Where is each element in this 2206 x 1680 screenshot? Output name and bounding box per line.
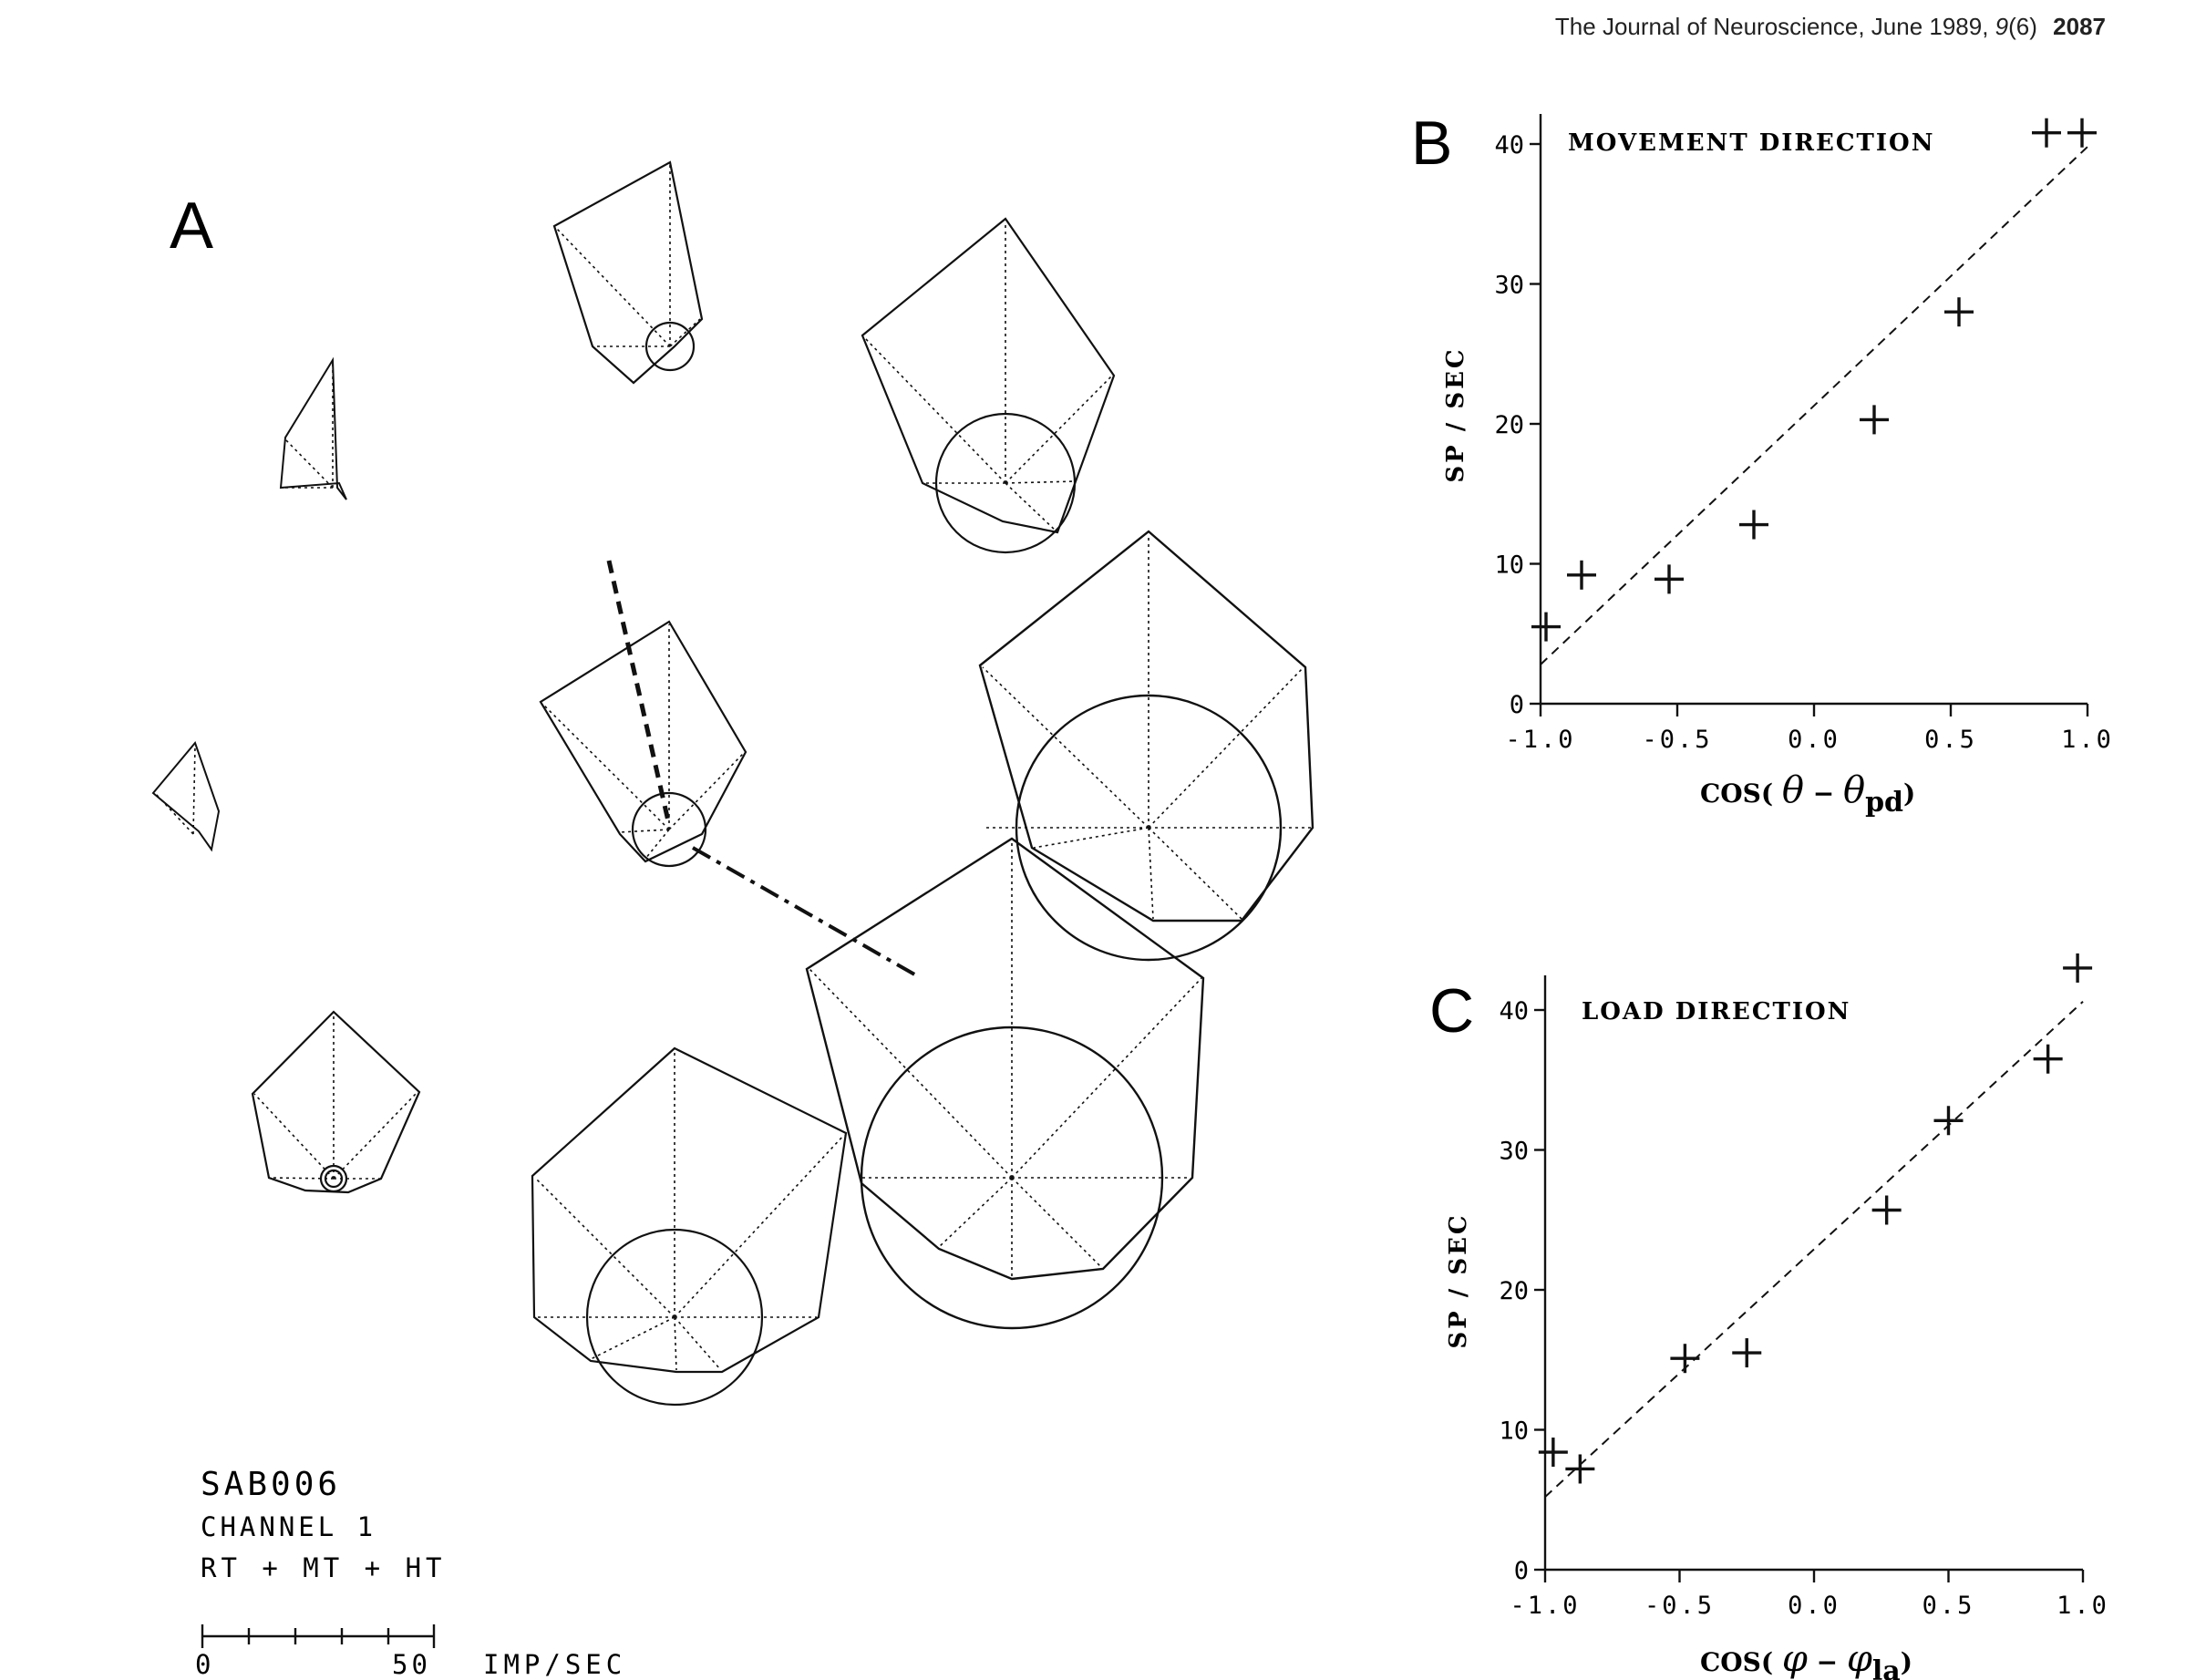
y-tick-label: 30: [1494, 272, 1524, 300]
panel-c-chart: C LOAD DIRECTION SP / SEC COS( φ − φla) …: [1429, 953, 2109, 1680]
panel-c-xlabel: COS( φ − φla): [1700, 1638, 1912, 1680]
x-tick-label: 0.0: [1788, 726, 1840, 754]
panel-b-title: MOVEMENT DIRECTION: [1568, 129, 1934, 157]
panel-b-ylabel: SP / SEC: [1442, 346, 1469, 482]
data-point-marker: [1944, 297, 1974, 327]
x-tick-label: 0.5: [1924, 726, 1977, 754]
cell-id-label: SAB006: [201, 1466, 341, 1503]
data-point-marker: [2067, 118, 2097, 148]
journal-citation: The Journal of Neuroscience, June 1989,: [1554, 13, 1989, 40]
journal-volume: 9: [1995, 13, 2009, 40]
x-tick-label: -1.0: [1505, 726, 1575, 754]
panel-c-label: C: [1429, 976, 1474, 1046]
journal-issue: (6): [2008, 13, 2037, 40]
y-tick-label: 0: [1510, 691, 1524, 719]
load-axis-dashdot-line: [692, 846, 917, 977]
x-tick-label: 0.5: [1923, 1592, 1975, 1620]
data-point-marker: [1567, 560, 1596, 590]
panel-b-label: B: [1411, 108, 1452, 178]
panel-b-xlabel: COS( θ − θpd): [1700, 769, 1915, 819]
polar-glyph-4: [861, 217, 1116, 554]
regression-fit-line: [1544, 1001, 2084, 1498]
y-tick-label: 40: [1499, 997, 1529, 1026]
x-tick-label: 0.0: [1788, 1592, 1840, 1620]
data-point-marker: [1654, 564, 1684, 594]
panel-b-chart: B MOVEMENT DIRECTION SP / SEC COS( θ − θ…: [1411, 108, 2114, 819]
y-tick-label: 30: [1499, 1138, 1529, 1166]
panel-a: A: [151, 160, 1314, 1680]
data-point-marker: [1565, 1454, 1595, 1484]
polar-glyph-1: [279, 356, 347, 500]
y-tick-label: 20: [1494, 411, 1524, 439]
data-point-marker: [1670, 1344, 1700, 1374]
panel-c-title: LOAD DIRECTION: [1582, 998, 1850, 1026]
polar-glyph-5: [539, 620, 747, 868]
scale-start-label: 0: [195, 1649, 211, 1680]
preferred-direction-dashed-line: [606, 560, 672, 826]
polar-glyph-3: [552, 160, 704, 385]
page-number: 2087: [2053, 13, 2106, 40]
data-point-marker: [1871, 1195, 1902, 1225]
polar-glyph-8: [805, 837, 1205, 1330]
data-point-marker: [2032, 118, 2061, 148]
panel-c-ylabel: SP / SEC: [1445, 1212, 1472, 1348]
x-tick-label: 1.0: [2057, 1592, 2109, 1620]
scale-end-label: 50: [392, 1649, 431, 1680]
y-tick-label: 10: [1494, 551, 1524, 580]
polar-glyph-7: [251, 1010, 421, 1194]
y-tick-label: 10: [1499, 1417, 1529, 1446]
data-point-marker: [1538, 1438, 1568, 1468]
data-point-marker: [2033, 1044, 2063, 1074]
y-tick-label: 0: [1514, 1557, 1529, 1585]
data-point-marker: [1739, 510, 1768, 540]
data-point-marker: [1933, 1106, 1964, 1136]
x-tick-label: 1.0: [2061, 726, 2114, 754]
channel-label: CHANNEL 1: [201, 1511, 376, 1542]
x-tick-label: -0.5: [1642, 726, 1712, 754]
y-tick-label: 20: [1499, 1277, 1529, 1305]
panel-a-label: A: [170, 190, 213, 263]
polar-glyph-6: [978, 530, 1314, 962]
y-tick-label: 40: [1494, 131, 1524, 160]
data-point-marker: [1531, 612, 1561, 642]
data-point-marker: [1732, 1338, 1762, 1368]
scale-unit-label: IMP/SEC: [483, 1649, 626, 1680]
x-tick-label: -1.0: [1510, 1592, 1580, 1620]
regression-fit-line: [1540, 146, 2088, 665]
polar-glyph-2: [151, 741, 221, 852]
data-point-marker: [2063, 953, 2093, 983]
polar-glyph-9: [531, 1046, 848, 1407]
scale-bar: [201, 1624, 436, 1648]
data-point-marker: [1860, 405, 1889, 435]
page-header: The Journal of Neuroscience, June 1989, …: [1555, 13, 2106, 41]
condition-label: RT + MT + HT: [201, 1552, 447, 1583]
x-tick-label: -0.5: [1644, 1592, 1715, 1620]
